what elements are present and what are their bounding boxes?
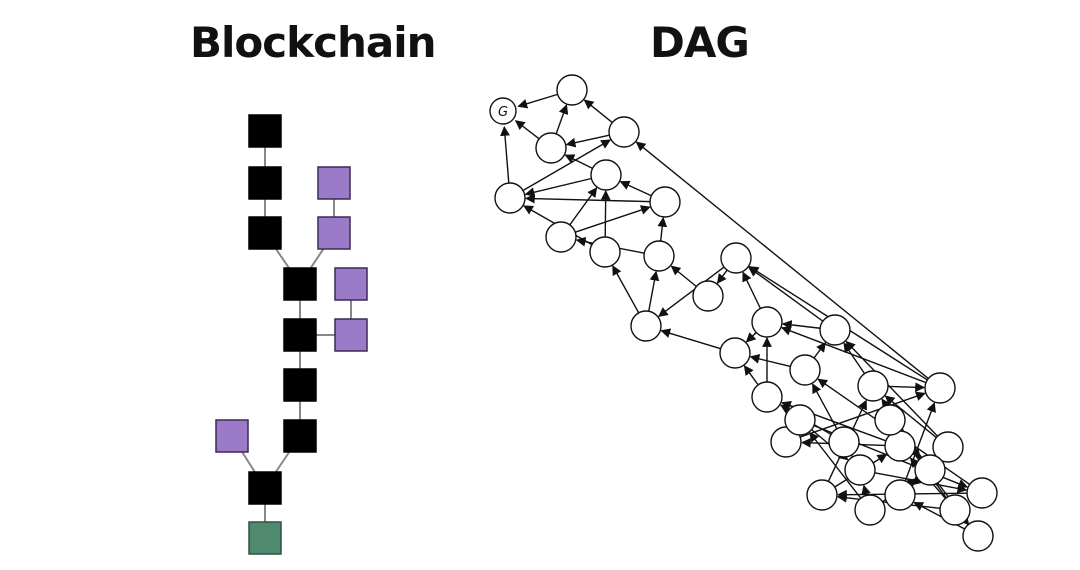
block-main — [248, 114, 282, 148]
dag-edge — [555, 104, 569, 135]
dag-edge — [600, 190, 611, 238]
dag-node — [854, 494, 886, 526]
dag-node — [649, 186, 681, 218]
dag-edge — [743, 365, 759, 386]
dag-edge — [884, 395, 937, 439]
dag-node — [966, 477, 998, 509]
dag-node — [806, 479, 838, 511]
dag-edge — [517, 93, 558, 109]
dag-node — [932, 431, 964, 463]
dag-edge — [635, 141, 929, 380]
dag-node — [751, 306, 783, 338]
block-orphan — [317, 166, 351, 200]
dag-edge — [799, 391, 926, 438]
dag-node — [643, 240, 675, 272]
dag-edge — [845, 340, 939, 437]
block-orphan — [215, 419, 249, 453]
dag-edge — [583, 99, 613, 124]
dag-node — [819, 314, 851, 346]
dag-title: DAG — [650, 18, 750, 67]
dag-node — [939, 494, 971, 526]
dag-nodes: G — [489, 74, 998, 552]
dag-node — [924, 372, 956, 404]
dag-edge — [514, 120, 540, 140]
block-main — [283, 368, 317, 402]
dag-edge — [887, 382, 925, 393]
block-orphan — [317, 216, 351, 250]
dag-edge — [619, 180, 652, 197]
blockchain-blocks — [215, 114, 368, 555]
block-main — [248, 166, 282, 200]
dag-node — [590, 159, 622, 191]
block-main — [283, 267, 317, 301]
dag-node — [589, 236, 621, 268]
dag-edge — [564, 154, 593, 170]
dag-node — [914, 454, 946, 486]
dag-edge — [524, 177, 592, 197]
dag-edge — [745, 331, 757, 343]
dag-edges — [500, 93, 971, 530]
block-main — [248, 216, 282, 250]
dag-node — [535, 132, 567, 164]
dag-edge — [657, 266, 725, 317]
dag-node — [874, 404, 906, 436]
dag-edge — [813, 342, 826, 359]
block-main — [248, 471, 282, 505]
block-latest — [248, 521, 282, 555]
dag-node — [545, 221, 577, 253]
dag-node — [630, 310, 662, 342]
dag-edge — [657, 216, 668, 242]
dag-edge — [574, 205, 651, 233]
dag-edge — [742, 271, 762, 309]
dag-edge — [612, 265, 640, 314]
dag-edge — [522, 139, 612, 192]
block-orphan — [334, 318, 368, 352]
dag-edge — [500, 125, 510, 184]
dag-node — [828, 426, 860, 458]
dag-node — [784, 404, 816, 436]
dag-edge — [809, 431, 862, 499]
dag-edge — [565, 134, 610, 148]
dag-node — [719, 337, 751, 369]
dag-edge — [670, 265, 697, 288]
dag-edge — [716, 269, 728, 284]
dag-node — [884, 479, 916, 511]
dag-node — [692, 280, 724, 312]
genesis-label: G — [498, 105, 508, 120]
dag-node — [844, 454, 876, 486]
blockchain-title: Blockchain — [190, 18, 437, 67]
dag-node — [857, 370, 889, 402]
dag-node — [608, 116, 640, 148]
dag-edge — [861, 484, 871, 496]
dag-node — [962, 520, 994, 552]
dag-edge — [749, 354, 791, 368]
dag-node — [751, 381, 783, 413]
dag-edge — [648, 270, 660, 312]
dag-edge — [781, 320, 821, 330]
dag-edge — [748, 266, 824, 322]
block-main — [283, 318, 317, 352]
dag-edge — [660, 328, 721, 350]
dag-node — [556, 74, 588, 106]
block-orphan — [334, 267, 368, 301]
dag-node — [720, 242, 752, 274]
dag-edge — [781, 326, 927, 384]
dag-node — [789, 354, 821, 386]
dag-edge — [569, 187, 598, 226]
block-main — [283, 419, 317, 453]
genesis-node — [489, 97, 517, 125]
dag-node — [494, 182, 526, 214]
